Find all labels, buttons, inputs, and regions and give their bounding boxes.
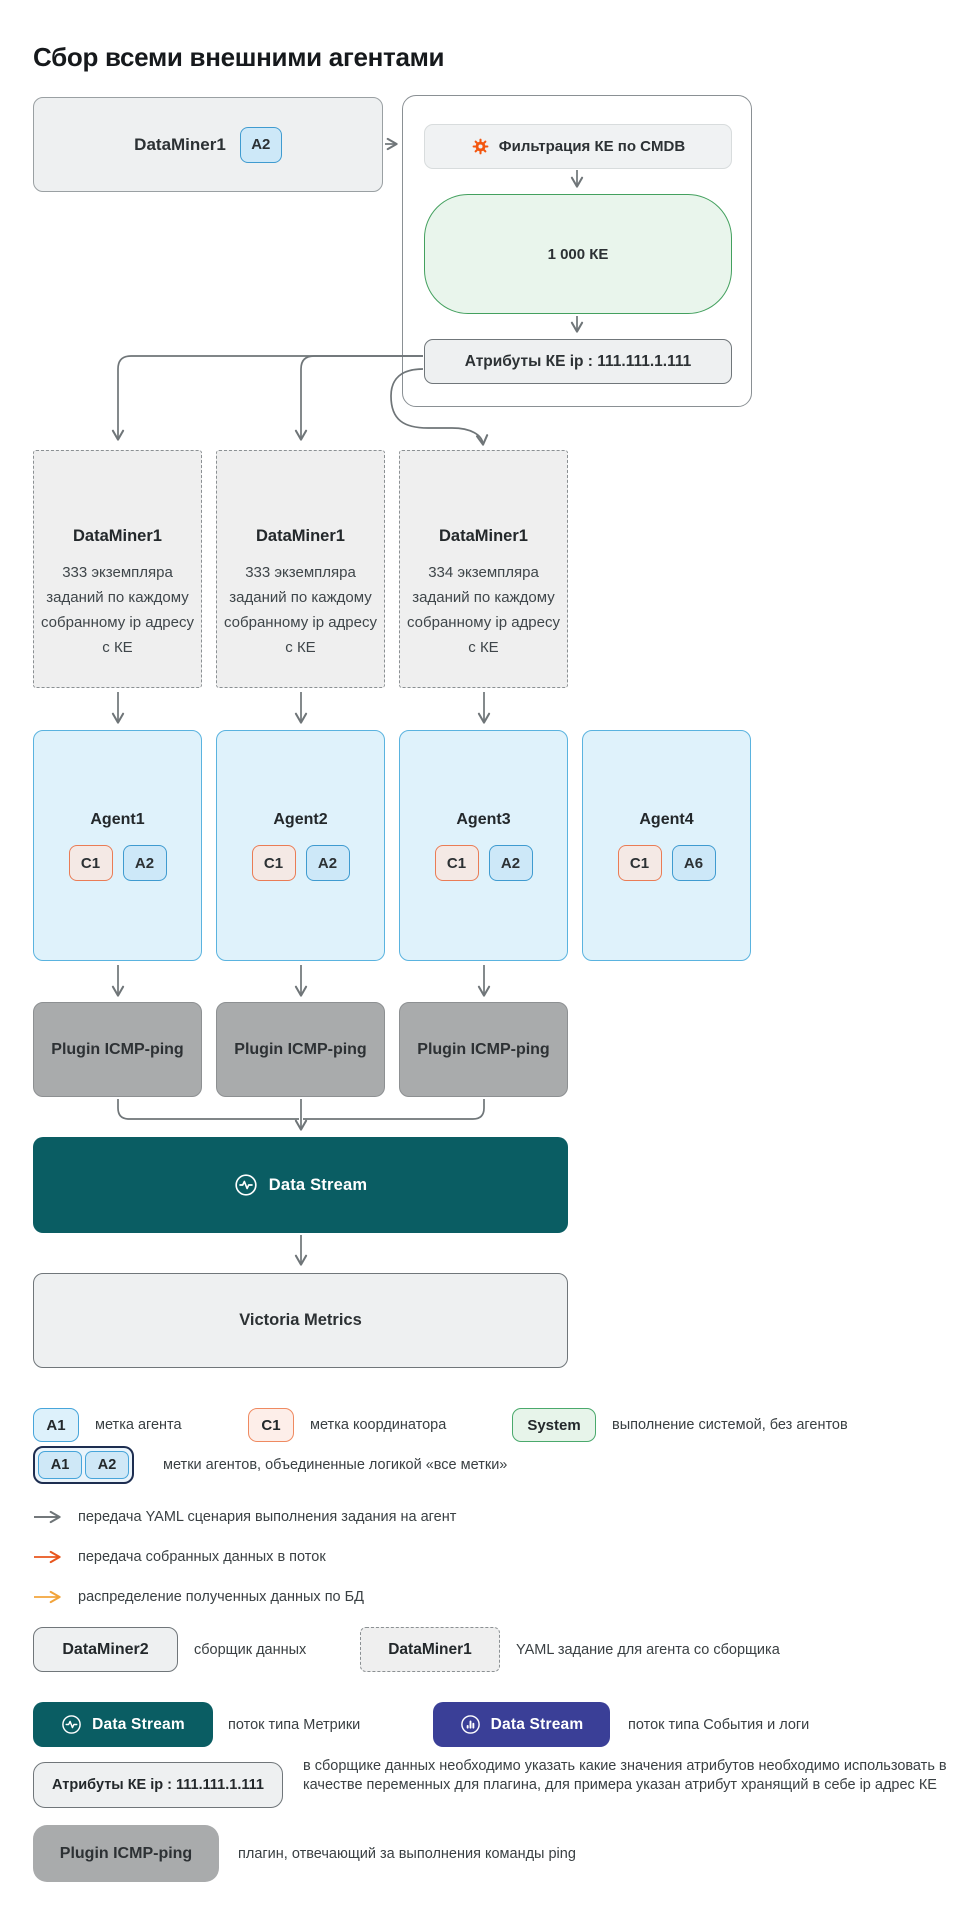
agent-label-badge-a2: A2 <box>239 126 282 163</box>
pulse-icon <box>62 1715 81 1734</box>
legend-plugin-label: плагин, отвечающий за выполнения команды… <box>238 1845 576 1862</box>
legend-arrow-db-label: распределение полученных данных по БД <box>78 1589 364 1605</box>
agent-node-3: Agent3 C1 A2 <box>399 730 568 961</box>
dataminer-source-node: DataMiner1 A2 <box>33 97 383 192</box>
legend-arrow-stream-label: передача собранных данных в поток <box>78 1549 326 1565</box>
agent-node-2: Agent2 C1 A2 <box>216 730 385 961</box>
coordinator-label-badge: C1 <box>617 845 662 881</box>
legend-stream-events-badge: Data Stream <box>433 1702 610 1747</box>
miner-task-node-2: DataMiner1 333 экземпляра заданий по каж… <box>216 450 385 688</box>
legend-attributes-label: в сборщике данных необходимо указать как… <box>303 1758 947 1793</box>
ke-attributes-node: Атрибуты КЕ ip : 111.111.1.111 <box>424 339 732 384</box>
agent-node-4: Agent4 C1 A6 <box>582 730 751 961</box>
legend-dataminer-solid-label: сборщик данных <box>194 1641 307 1658</box>
legend-dataminer-dashed-badge: DataMiner1 <box>360 1627 500 1672</box>
arrow-attrs-to-miner1 <box>111 355 423 441</box>
plugin-label: Plugin ICMP-ping <box>234 1040 367 1058</box>
cmdb-filter-node: Фильтрация КЕ по CMDB <box>424 124 732 169</box>
ke-attributes-label: Атрибуты КЕ ip : 111.111.1.111 <box>464 352 692 370</box>
ke-count-node: 1 000 КЕ <box>424 194 732 314</box>
legend-attributes-badge: Атрибуты КЕ ip : 111.111.1.111 <box>33 1762 283 1808</box>
orange-arrow-icon <box>34 1550 61 1564</box>
agent-label-badge: A2 <box>122 845 167 881</box>
legend-arrow-db: распределение полученных данных по БД <box>33 1589 364 1605</box>
agent-title: Agent2 <box>273 811 328 828</box>
merge-right-curve <box>303 1099 485 1120</box>
victoria-metrics-node: Victoria Metrics <box>33 1273 568 1368</box>
plugin-label: Plugin ICMP-ping <box>51 1040 184 1058</box>
legend-stream-metrics-badge: Data Stream <box>33 1702 213 1747</box>
legend-system-badge-label: выполнение системой, без агентов <box>612 1417 848 1433</box>
legend-arrow-yaml: передача YAML сценария выполнения задани… <box>33 1509 456 1525</box>
ke-count-label: 1 000 КЕ <box>547 245 609 263</box>
gray-arrow-icon <box>34 1510 61 1524</box>
agent-label-badge: A2 <box>305 845 350 881</box>
data-stream-label: Data Stream <box>268 1175 368 1194</box>
legend-agent-badge-label: метка агента <box>95 1417 182 1433</box>
dataminer-source-label: DataMiner1 <box>134 134 226 154</box>
agent-title: Agent4 <box>639 811 694 828</box>
plugin-label: Plugin ICMP-ping <box>417 1040 550 1058</box>
legend-stream-metrics-text: Data Stream <box>92 1715 185 1733</box>
plugin-node-2: Plugin ICMP-ping <box>216 1002 385 1097</box>
legend-system-badge: System <box>512 1408 596 1442</box>
plugin-node-1: Plugin ICMP-ping <box>33 1002 202 1097</box>
agent-label-badge: A2 <box>85 1451 129 1479</box>
legend-plugin-badge: Plugin ICMP-ping <box>33 1825 219 1882</box>
page-title: Сбор всеми внешними агентами <box>33 42 445 72</box>
legend-stream-metrics-label: поток типа Метрики <box>228 1716 361 1733</box>
amber-arrow-icon <box>34 1590 61 1604</box>
coordinator-label-badge: C1 <box>68 845 113 881</box>
legend-agent-badge: A1 <box>33 1408 79 1442</box>
legend-coordinator-badge-label: метка координатора <box>310 1417 447 1433</box>
agent-label-badge: A1 <box>38 1451 82 1479</box>
miner-task-node-1: DataMiner1 333 экземпляра заданий по каж… <box>33 450 202 688</box>
miner-task-body: 333 экземпляра заданий по каждому собран… <box>41 563 194 656</box>
coordinator-label-badge: C1 <box>434 845 479 881</box>
legend-dataminer-solid-badge: DataMiner2 <box>33 1627 178 1672</box>
legend-all-labels-label: метки агентов, объединенные логикой «все… <box>163 1457 508 1473</box>
legend-arrow-yaml-label: передача YAML сценария выполнения задани… <box>78 1509 457 1525</box>
legend-arrow-stream: передача собранных данных в поток <box>33 1549 326 1565</box>
coordinator-label-badge: C1 <box>251 845 296 881</box>
victoria-metrics-label: Victoria Metrics <box>239 1311 362 1329</box>
plugin-node-3: Plugin ICMP-ping <box>399 1002 568 1097</box>
cmdb-pipeline-container: Фильтрация КЕ по CMDB 1 000 КЕ Атрибуты … <box>402 95 752 407</box>
legend-coordinator-badge: C1 <box>248 1408 294 1442</box>
miner-task-body: 334 экземпляра заданий по каждому собран… <box>407 563 560 656</box>
gear-icon <box>472 138 489 155</box>
legend-stream-events-text: Data Stream <box>490 1715 584 1733</box>
agent-title: Agent1 <box>90 811 145 828</box>
miner-task-node-3: DataMiner1 334 экземпляра заданий по каж… <box>399 450 568 688</box>
miner-task-title: DataMiner1 <box>73 526 162 545</box>
legend-stream-events-label: поток типа События и логи <box>628 1716 810 1733</box>
data-stream-node: Data Stream <box>33 1137 568 1233</box>
miner-task-title: DataMiner1 <box>439 526 528 545</box>
miner-task-title: DataMiner1 <box>256 526 345 545</box>
legend-all-labels-badge: A1 A2 <box>33 1446 134 1484</box>
miner-task-body: 333 экземпляра заданий по каждому собран… <box>224 563 377 656</box>
pulse-icon <box>235 1174 257 1196</box>
agent-node-1: Agent1 C1 A2 <box>33 730 202 961</box>
agent-label-badge: A6 <box>671 845 716 881</box>
legend-dataminer-dashed-label: YAML задание для агента со сборщика <box>516 1641 780 1658</box>
cmdb-filter-label: Фильтрация КЕ по CMDB <box>498 138 686 155</box>
agent-label-badge: A2 <box>488 845 533 881</box>
agent-title: Agent3 <box>456 811 511 828</box>
merge-left-curve <box>117 1099 299 1120</box>
bar-chart-icon <box>460 1715 480 1734</box>
